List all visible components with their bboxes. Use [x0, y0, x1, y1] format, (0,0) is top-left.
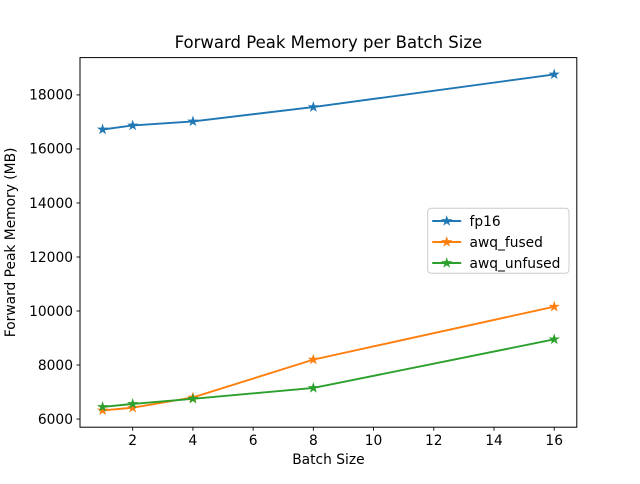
data-point-marker-fp16 — [187, 115, 199, 127]
x-tick-label: 4 — [189, 433, 198, 449]
x-tick-label: 12 — [425, 433, 443, 449]
plot-area: 2 4 6 8 10 12 14 16 6000 8000 10000 12000 14000 16000… — [29, 57, 578, 449]
data-point-marker-awq_fused — [96, 404, 109, 416]
legend-marker-sample — [441, 215, 453, 226]
chart-title: Forward Peak Memory per Batch Size — [175, 33, 483, 52]
data-point-marker-fp16 — [96, 123, 109, 135]
data-point-marker-awq_fused — [127, 401, 139, 413]
legend-marker-sample — [441, 257, 453, 268]
x-axis-label: Batch Size — [292, 452, 364, 468]
series-line-awq_unfused — [101, 338, 556, 408]
data-point-marker-awq_unfused — [127, 398, 139, 409]
y-tick-label: 6000 — [38, 412, 73, 428]
y-tick-label: 10000 — [29, 304, 73, 320]
axes-spines — [79, 57, 578, 428]
x-tick-label: 2 — [128, 433, 137, 449]
data-point-marker-fp16 — [548, 68, 560, 80]
y-tick-label: 18000 — [29, 88, 73, 104]
y-tick-label: 14000 — [29, 196, 73, 212]
data-point-marker-awq_fused — [307, 353, 319, 365]
data-point-marker-awq_unfused — [548, 333, 560, 345]
x-tick-label: 14 — [485, 433, 503, 449]
x-tick-label: 16 — [545, 433, 563, 449]
data-point-marker-awq_fused — [548, 300, 560, 312]
series-line-fp16 — [101, 73, 556, 131]
y-tick-label: 12000 — [29, 250, 73, 266]
legend-label-awq_fused: awq_fused — [470, 235, 543, 251]
legend-box — [427, 207, 570, 274]
y-tick-label: 8000 — [38, 358, 73, 374]
legend-marker-sample — [441, 236, 453, 247]
data-point-marker-awq_unfused — [96, 400, 109, 412]
data-point-marker-fp16 — [307, 101, 319, 112]
x-tick-label: 8 — [309, 433, 318, 449]
data-point-marker-awq_unfused — [187, 392, 199, 404]
legend-label-awq_unfused: awq_unfused — [470, 256, 561, 272]
y-axis-label: Forward Peak Memory (MB) — [3, 148, 19, 338]
x-tick-label: 6 — [249, 433, 258, 449]
data-point-marker-fp16 — [127, 119, 139, 131]
x-tick-label: 10 — [365, 433, 383, 449]
series-line-awq_fused — [101, 305, 556, 412]
data-point-marker-awq_unfused — [307, 382, 319, 393]
y-tick-label: 16000 — [29, 142, 73, 158]
legend-label-fp16: fp16 — [470, 214, 501, 230]
